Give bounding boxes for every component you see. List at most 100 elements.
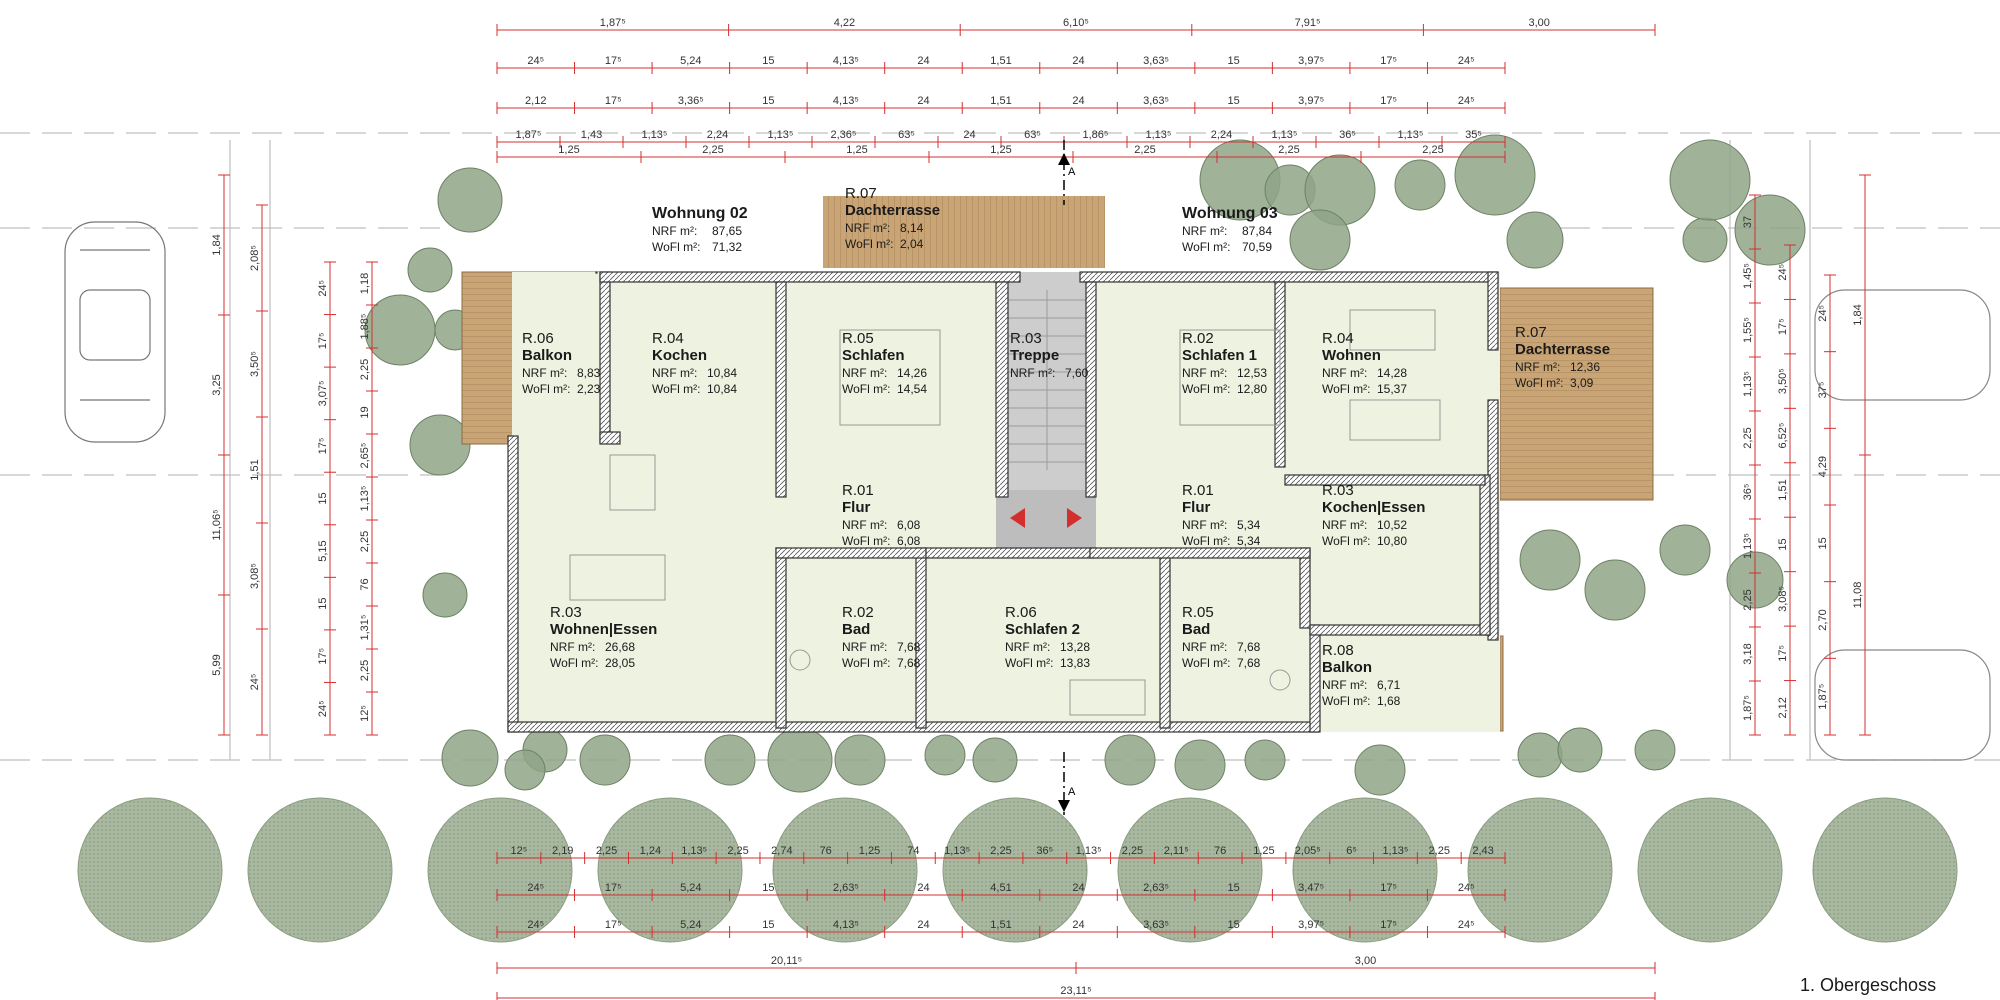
tree-icon xyxy=(1734,194,1806,266)
dimension-label: 17⁵ xyxy=(1380,55,1397,67)
tree-icon xyxy=(77,797,223,943)
room-wofl-value: 15,37 xyxy=(1377,382,1407,396)
dimension-label: 5,15 xyxy=(317,540,329,561)
dimension-label: 1,13⁵ xyxy=(1272,129,1298,141)
dimension-label: 4,13⁵ xyxy=(833,95,859,107)
room-number: R.03 xyxy=(1010,330,1042,347)
dimension-label: 17⁵ xyxy=(605,882,622,894)
trees xyxy=(77,134,1958,943)
tree-icon xyxy=(504,749,546,791)
dimension-label: 3,63⁵ xyxy=(1143,55,1169,67)
dimension-label: 6,10⁵ xyxy=(1063,17,1089,29)
dimension-label: 2,63⁵ xyxy=(1143,882,1169,894)
dimension-label: 1,87⁵ xyxy=(1817,684,1829,710)
room-wofl-value: 7,68 xyxy=(1237,656,1261,670)
dimension-label: 1,86⁵ xyxy=(1083,129,1109,141)
room-name: Flur xyxy=(1182,499,1210,516)
dimension-label: 1,13⁵ xyxy=(1382,845,1408,857)
tree-icon xyxy=(441,729,499,787)
dimension-label: 20,11⁵ xyxy=(771,955,802,967)
tree-icon xyxy=(597,797,743,943)
room-number: R.07 xyxy=(845,185,877,202)
room-name: Kochen|Essen xyxy=(1322,499,1425,516)
dimension-label: 2,25 xyxy=(727,845,748,857)
room-number: R.04 xyxy=(1322,330,1354,347)
dimension-label: 2,05⁵ xyxy=(1295,845,1321,857)
dimension-label: 4,29 xyxy=(1817,456,1829,477)
room-nrf-value: 7,68 xyxy=(1237,640,1261,654)
dimension-label: 2,24 xyxy=(1211,129,1232,141)
dimension-label: 3,08⁵ xyxy=(1777,586,1789,612)
apartment-wofl-value: 70,59 xyxy=(1242,240,1272,254)
apartment-wofl-label: WoFl m²: xyxy=(652,240,700,254)
tree-icon xyxy=(427,797,573,943)
dimension-label: 2,74 xyxy=(771,845,792,857)
tree-icon xyxy=(437,167,503,233)
car-icon-right xyxy=(1814,289,1991,761)
walls xyxy=(507,271,1499,733)
dimension-label: 24⁵ xyxy=(527,919,544,931)
tree-icon xyxy=(1506,211,1564,269)
dimension-label: 36⁵ xyxy=(1036,845,1053,857)
room-name: Kochen xyxy=(652,347,707,364)
dimension-label: 15 xyxy=(1777,538,1789,550)
dimension-label: 2,25 xyxy=(990,845,1011,857)
room-wofl-value: 12,80 xyxy=(1237,382,1267,396)
dimension-label: 35⁵ xyxy=(1465,129,1482,141)
dimension-label: 3,25 xyxy=(211,374,223,395)
dimension-label: 2,36⁵ xyxy=(831,129,857,141)
dimension-label: 3,63⁵ xyxy=(1143,919,1169,931)
dimension-label: 1,51 xyxy=(990,55,1011,67)
dimension-label: 2,25 xyxy=(1422,144,1443,156)
room-number: R.01 xyxy=(1182,482,1214,499)
tree-icon xyxy=(1669,139,1751,221)
dimension-label: 1,13⁵ xyxy=(681,845,707,857)
apartment-nrf-value: 87,65 xyxy=(712,224,742,238)
dimension-label: 5,99 xyxy=(211,654,223,675)
room-name: Balkon xyxy=(522,347,572,364)
room-nrf-value: 10,52 xyxy=(1377,518,1407,532)
dimension-label: 24 xyxy=(963,129,975,141)
room-wofl-label: WoFl m²: xyxy=(1182,656,1230,670)
dimension-label: 15 xyxy=(1227,919,1239,931)
dimension-label: 4,13⁵ xyxy=(833,55,859,67)
dimension-label: 1,18 xyxy=(359,273,371,294)
room-name: Balkon xyxy=(1322,659,1372,676)
dimension-label: 1,84 xyxy=(211,234,223,255)
room-nrf-label: NRF m²: xyxy=(842,640,887,654)
dimension-label: 4,51 xyxy=(990,882,1011,894)
dimension-label: 1,45⁵ xyxy=(1742,263,1754,289)
dimension-label: 24 xyxy=(1072,55,1084,67)
tree-icon xyxy=(422,572,468,618)
room-name: Treppe xyxy=(1010,347,1059,364)
dimension-label: 24⁵ xyxy=(249,674,261,691)
section-label-bottom: A xyxy=(1068,786,1076,798)
room-nrf-label: NRF m²: xyxy=(1322,518,1367,532)
tree-icon xyxy=(1584,559,1646,621)
room-nrf-label: NRF m²: xyxy=(1005,640,1050,654)
dimension-label: 24 xyxy=(1072,919,1084,931)
dimension-label: 23,11⁵ xyxy=(1060,985,1091,997)
dimension-label: 3,97⁵ xyxy=(1298,95,1324,107)
room-number: R.05 xyxy=(1182,604,1214,621)
dimension-label: 1,88⁵ xyxy=(359,314,371,340)
room-wofl-value: 5,34 xyxy=(1237,534,1261,548)
dimension-label: 1,87⁵ xyxy=(600,17,626,29)
dimension-label: 1,87⁵ xyxy=(1742,695,1754,721)
dimension-label: 36⁵ xyxy=(1742,484,1754,501)
room-nrf-label: NRF m²: xyxy=(845,221,890,235)
dimension-label: 12⁵ xyxy=(511,845,528,857)
room-wofl-label: WoFl m²: xyxy=(842,382,890,396)
apartment-name: Wohnung 03 xyxy=(1182,205,1278,222)
dimension-label: 5,24 xyxy=(680,882,701,894)
room-wofl-label: WoFl m²: xyxy=(1182,534,1230,548)
room-wofl-label: WoFl m²: xyxy=(652,382,700,396)
dimension-label: 24 xyxy=(1072,95,1084,107)
tree-icon xyxy=(1292,797,1438,943)
